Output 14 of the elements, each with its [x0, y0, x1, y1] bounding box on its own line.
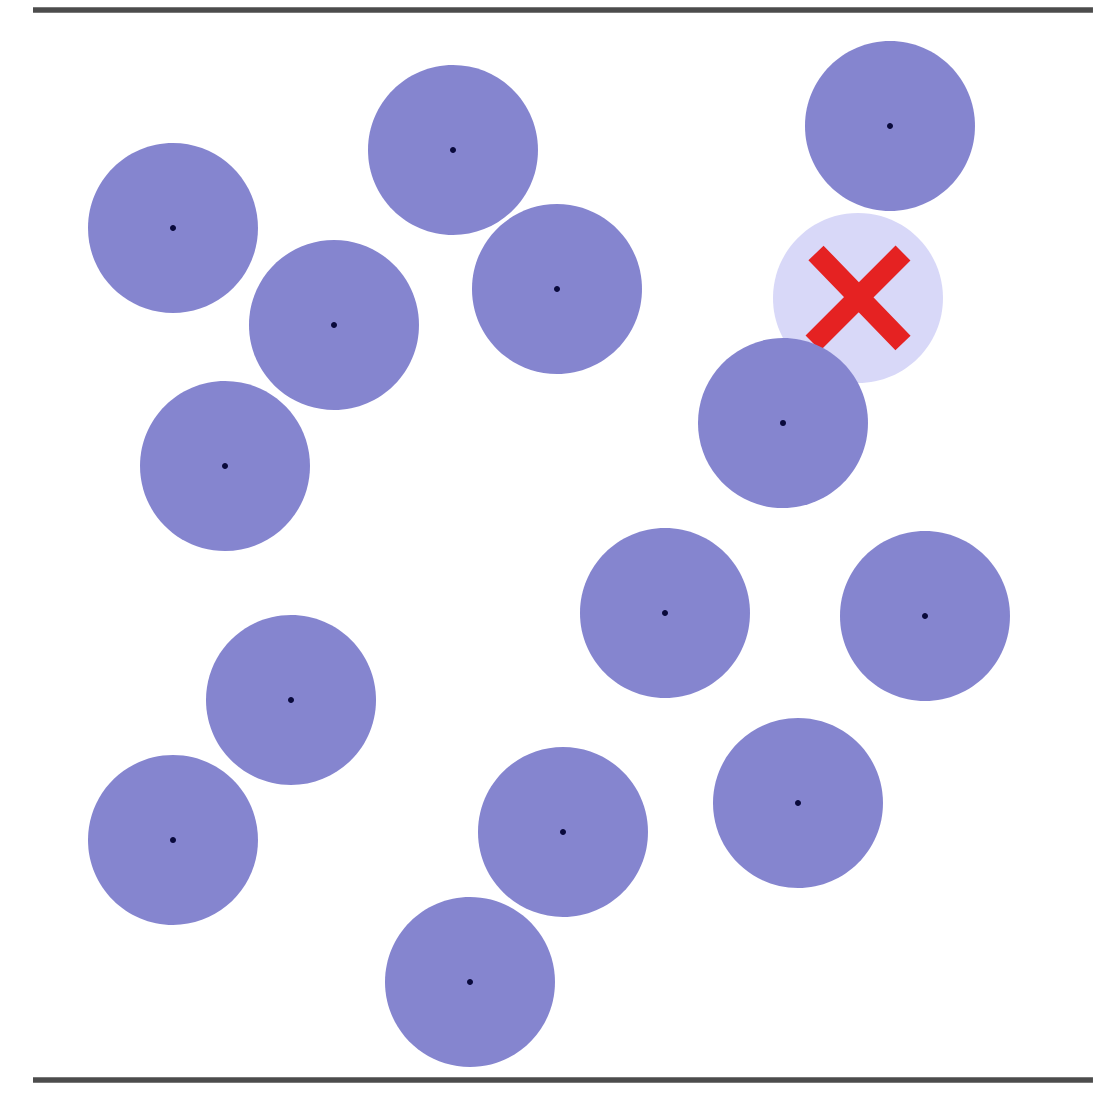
disc — [805, 41, 975, 211]
disc — [249, 240, 419, 410]
disc — [580, 528, 750, 698]
disc — [385, 897, 555, 1067]
disc — [140, 381, 310, 551]
disc — [698, 338, 868, 508]
disc — [478, 747, 648, 917]
disc — [840, 531, 1010, 701]
disc — [88, 143, 258, 313]
disc — [472, 204, 642, 374]
disc — [713, 718, 883, 888]
disc — [206, 615, 376, 785]
disc — [368, 65, 538, 235]
disc — [88, 755, 258, 925]
